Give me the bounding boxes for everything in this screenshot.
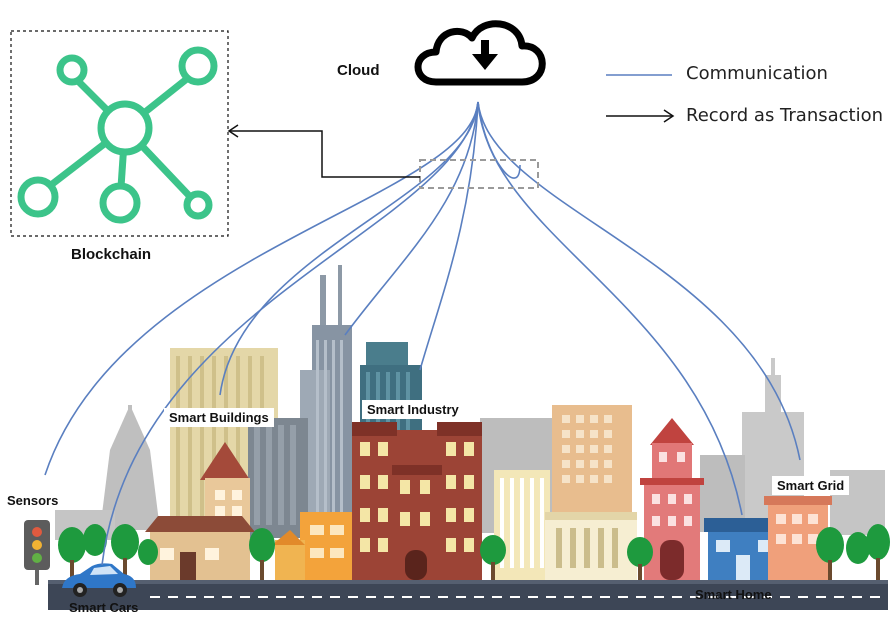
record-arrow <box>227 124 420 178</box>
smart-grid-building <box>764 496 832 582</box>
orange-house <box>272 512 354 580</box>
road <box>48 580 888 610</box>
cream-building <box>545 512 637 580</box>
trees <box>58 524 890 580</box>
traffic-light-icon <box>24 520 50 585</box>
legend-record-label: Record as Transaction <box>686 105 884 126</box>
communication-lines <box>44 101 801 566</box>
smart-car-icon <box>62 563 136 597</box>
yellow-building <box>494 470 550 580</box>
glass-tower <box>248 265 352 540</box>
blockchain-label: Blockchain <box>71 246 152 263</box>
cloud-icon <box>414 20 546 86</box>
smart-industry-label: Smart Industry <box>362 400 464 419</box>
pink-tower <box>640 418 704 580</box>
legend <box>606 74 675 123</box>
blockchain-icon <box>17 46 218 224</box>
sensors-label: Sensors <box>2 491 64 510</box>
house-left <box>145 442 255 580</box>
transaction-box <box>419 159 539 189</box>
legend-communication-label: Communication <box>686 63 828 84</box>
smart-industry-building <box>352 422 482 580</box>
smart-grid-label: Smart Grid <box>772 476 850 495</box>
smart-home-label: Smart Home <box>695 587 772 602</box>
smart-cars-label: Smart Cars <box>69 600 139 615</box>
legend-arrow-swatch <box>606 109 675 123</box>
blockchain-box <box>10 30 229 237</box>
cloud-label: Cloud <box>337 62 380 79</box>
smart-buildings-label: Smart Buildings <box>164 408 274 427</box>
